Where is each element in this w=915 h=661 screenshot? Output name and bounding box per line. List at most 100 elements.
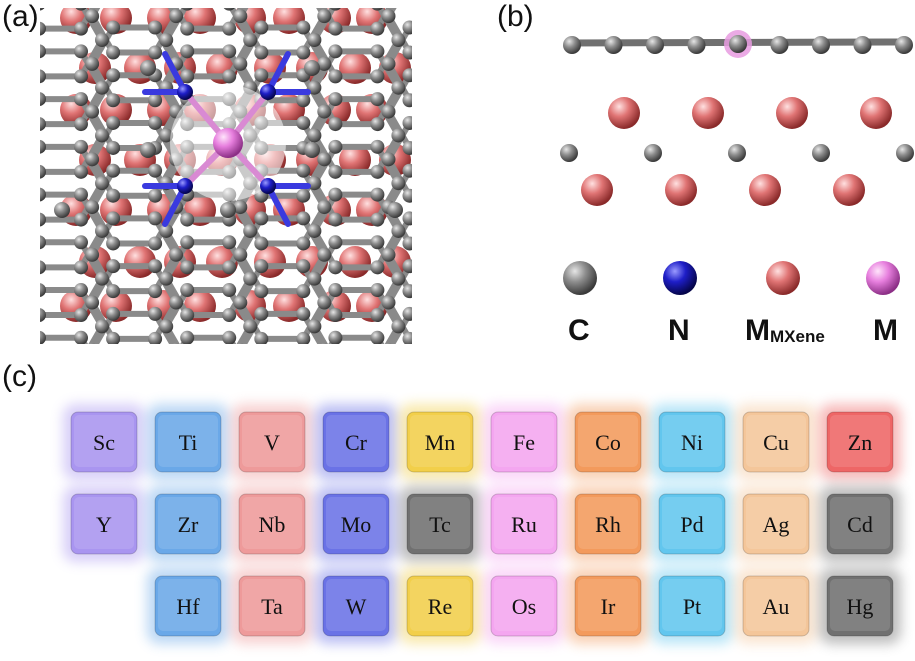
tile-body xyxy=(490,575,558,637)
element-tile-zr: Zr xyxy=(147,486,229,562)
carbon-atom xyxy=(222,69,237,84)
carbon-atom xyxy=(614,343,628,357)
carbon-atom xyxy=(762,105,776,119)
carbon-atom xyxy=(0,427,14,441)
panel-a-top-view-structure xyxy=(0,0,776,458)
carbon-atom xyxy=(466,343,480,357)
carbon-atom xyxy=(222,330,237,344)
element-symbol: Zn xyxy=(848,430,872,455)
carbon-atom xyxy=(370,283,385,298)
panel-b-side-view-structure xyxy=(560,30,914,206)
carbon-atom xyxy=(74,21,88,36)
carbon-atom xyxy=(741,68,755,82)
c-c-bond xyxy=(748,75,769,111)
c-c-bond xyxy=(674,4,695,40)
c-c-bond xyxy=(92,350,113,386)
carbon-atom xyxy=(519,0,533,11)
carbon-atom xyxy=(519,69,533,83)
carbon-atom xyxy=(106,211,121,226)
carbon-atom xyxy=(699,141,713,155)
carbon-atom xyxy=(667,379,681,393)
carbon-atom xyxy=(667,235,681,249)
element-symbol: Cu xyxy=(763,430,789,455)
carbon-atom xyxy=(0,68,14,82)
c-c-bond xyxy=(40,191,42,199)
carbon-atom xyxy=(445,68,459,82)
tile-highlight xyxy=(662,415,722,467)
element-tile-rh: Rh xyxy=(567,486,649,562)
element-tile-hg: Hg xyxy=(819,568,901,644)
carbon-atom xyxy=(40,187,46,202)
carbon-atom xyxy=(328,164,343,179)
element-symbol: Y xyxy=(96,512,112,537)
carbon-atom xyxy=(74,356,88,370)
element-symbol: Au xyxy=(763,594,790,619)
carbon-atom xyxy=(456,319,470,333)
carbon-atom xyxy=(445,355,459,369)
carbon-atom xyxy=(40,235,46,250)
carbon-atom xyxy=(678,9,692,23)
carbon-atom xyxy=(391,176,406,191)
carbon-atom xyxy=(625,213,639,227)
surface-carbon-atom xyxy=(687,36,706,54)
carbon-atom xyxy=(106,284,121,299)
carbon-atom xyxy=(370,235,385,250)
carbon-atom xyxy=(254,259,269,274)
carbon-atom xyxy=(625,283,639,297)
carbon-atom xyxy=(74,212,88,227)
element-tile-ru: Ru xyxy=(483,486,565,562)
carbon-atom xyxy=(741,355,755,369)
c-c-bond xyxy=(18,422,39,458)
c-c-bond xyxy=(7,266,28,302)
carbon-atom xyxy=(370,212,385,227)
carbon-atom xyxy=(678,248,692,262)
c-c-bond xyxy=(240,350,261,386)
carbon-atom xyxy=(445,20,459,34)
element-symbol: Ir xyxy=(601,594,616,619)
carbon-atom xyxy=(625,165,639,179)
carbon-atom xyxy=(106,45,121,60)
element-tile-mn: Mn xyxy=(399,404,481,480)
carbon-atom xyxy=(667,0,681,11)
element-symbol: Ni xyxy=(681,430,703,455)
carbon-atom xyxy=(741,116,755,130)
tile-highlight xyxy=(494,579,554,631)
carbon-atom xyxy=(445,236,459,250)
c-c-bond xyxy=(537,303,558,339)
element-symbol: Zr xyxy=(178,512,199,537)
mxene-lower-metal-atom xyxy=(665,174,697,206)
mxene-lower-metal-atom xyxy=(581,174,613,206)
element-symbol: Mn xyxy=(425,430,456,455)
carbon-atom xyxy=(551,189,565,203)
c-c-bond xyxy=(537,350,558,386)
carbon-atom xyxy=(477,44,491,58)
carbon-atom xyxy=(40,92,46,107)
carbon-atom xyxy=(445,93,459,107)
nitrogen-atom xyxy=(260,178,276,194)
surface-carbon-atom xyxy=(812,36,830,54)
c-c-bond xyxy=(7,75,28,111)
carbon-atom xyxy=(106,259,121,274)
carbon-atom xyxy=(307,223,322,238)
element-tile-co: Co xyxy=(567,404,649,480)
mxene-metal-atom-sphere xyxy=(766,261,800,295)
carbon-atom xyxy=(699,211,713,225)
mxene-carbon-atom xyxy=(560,144,578,162)
carbon-atom xyxy=(254,236,269,251)
carbon-atom xyxy=(614,248,628,262)
carbon-atom xyxy=(222,283,237,298)
c-c-bond xyxy=(463,147,484,183)
carbon-atom xyxy=(551,355,565,369)
tile-highlight xyxy=(74,415,134,467)
carbon-atom xyxy=(614,296,628,310)
c-c-bond xyxy=(40,239,42,247)
carbon-atom xyxy=(181,8,193,11)
element-tile-mo: Mo xyxy=(315,486,397,562)
carbon-atom xyxy=(159,33,174,47)
carbon-atom xyxy=(678,57,692,71)
carbon-atom xyxy=(625,22,639,36)
carbon-atom xyxy=(382,391,396,405)
carbon-atom xyxy=(11,224,25,238)
nitrogen-atom xyxy=(177,84,193,100)
c-c-bond xyxy=(611,135,632,171)
